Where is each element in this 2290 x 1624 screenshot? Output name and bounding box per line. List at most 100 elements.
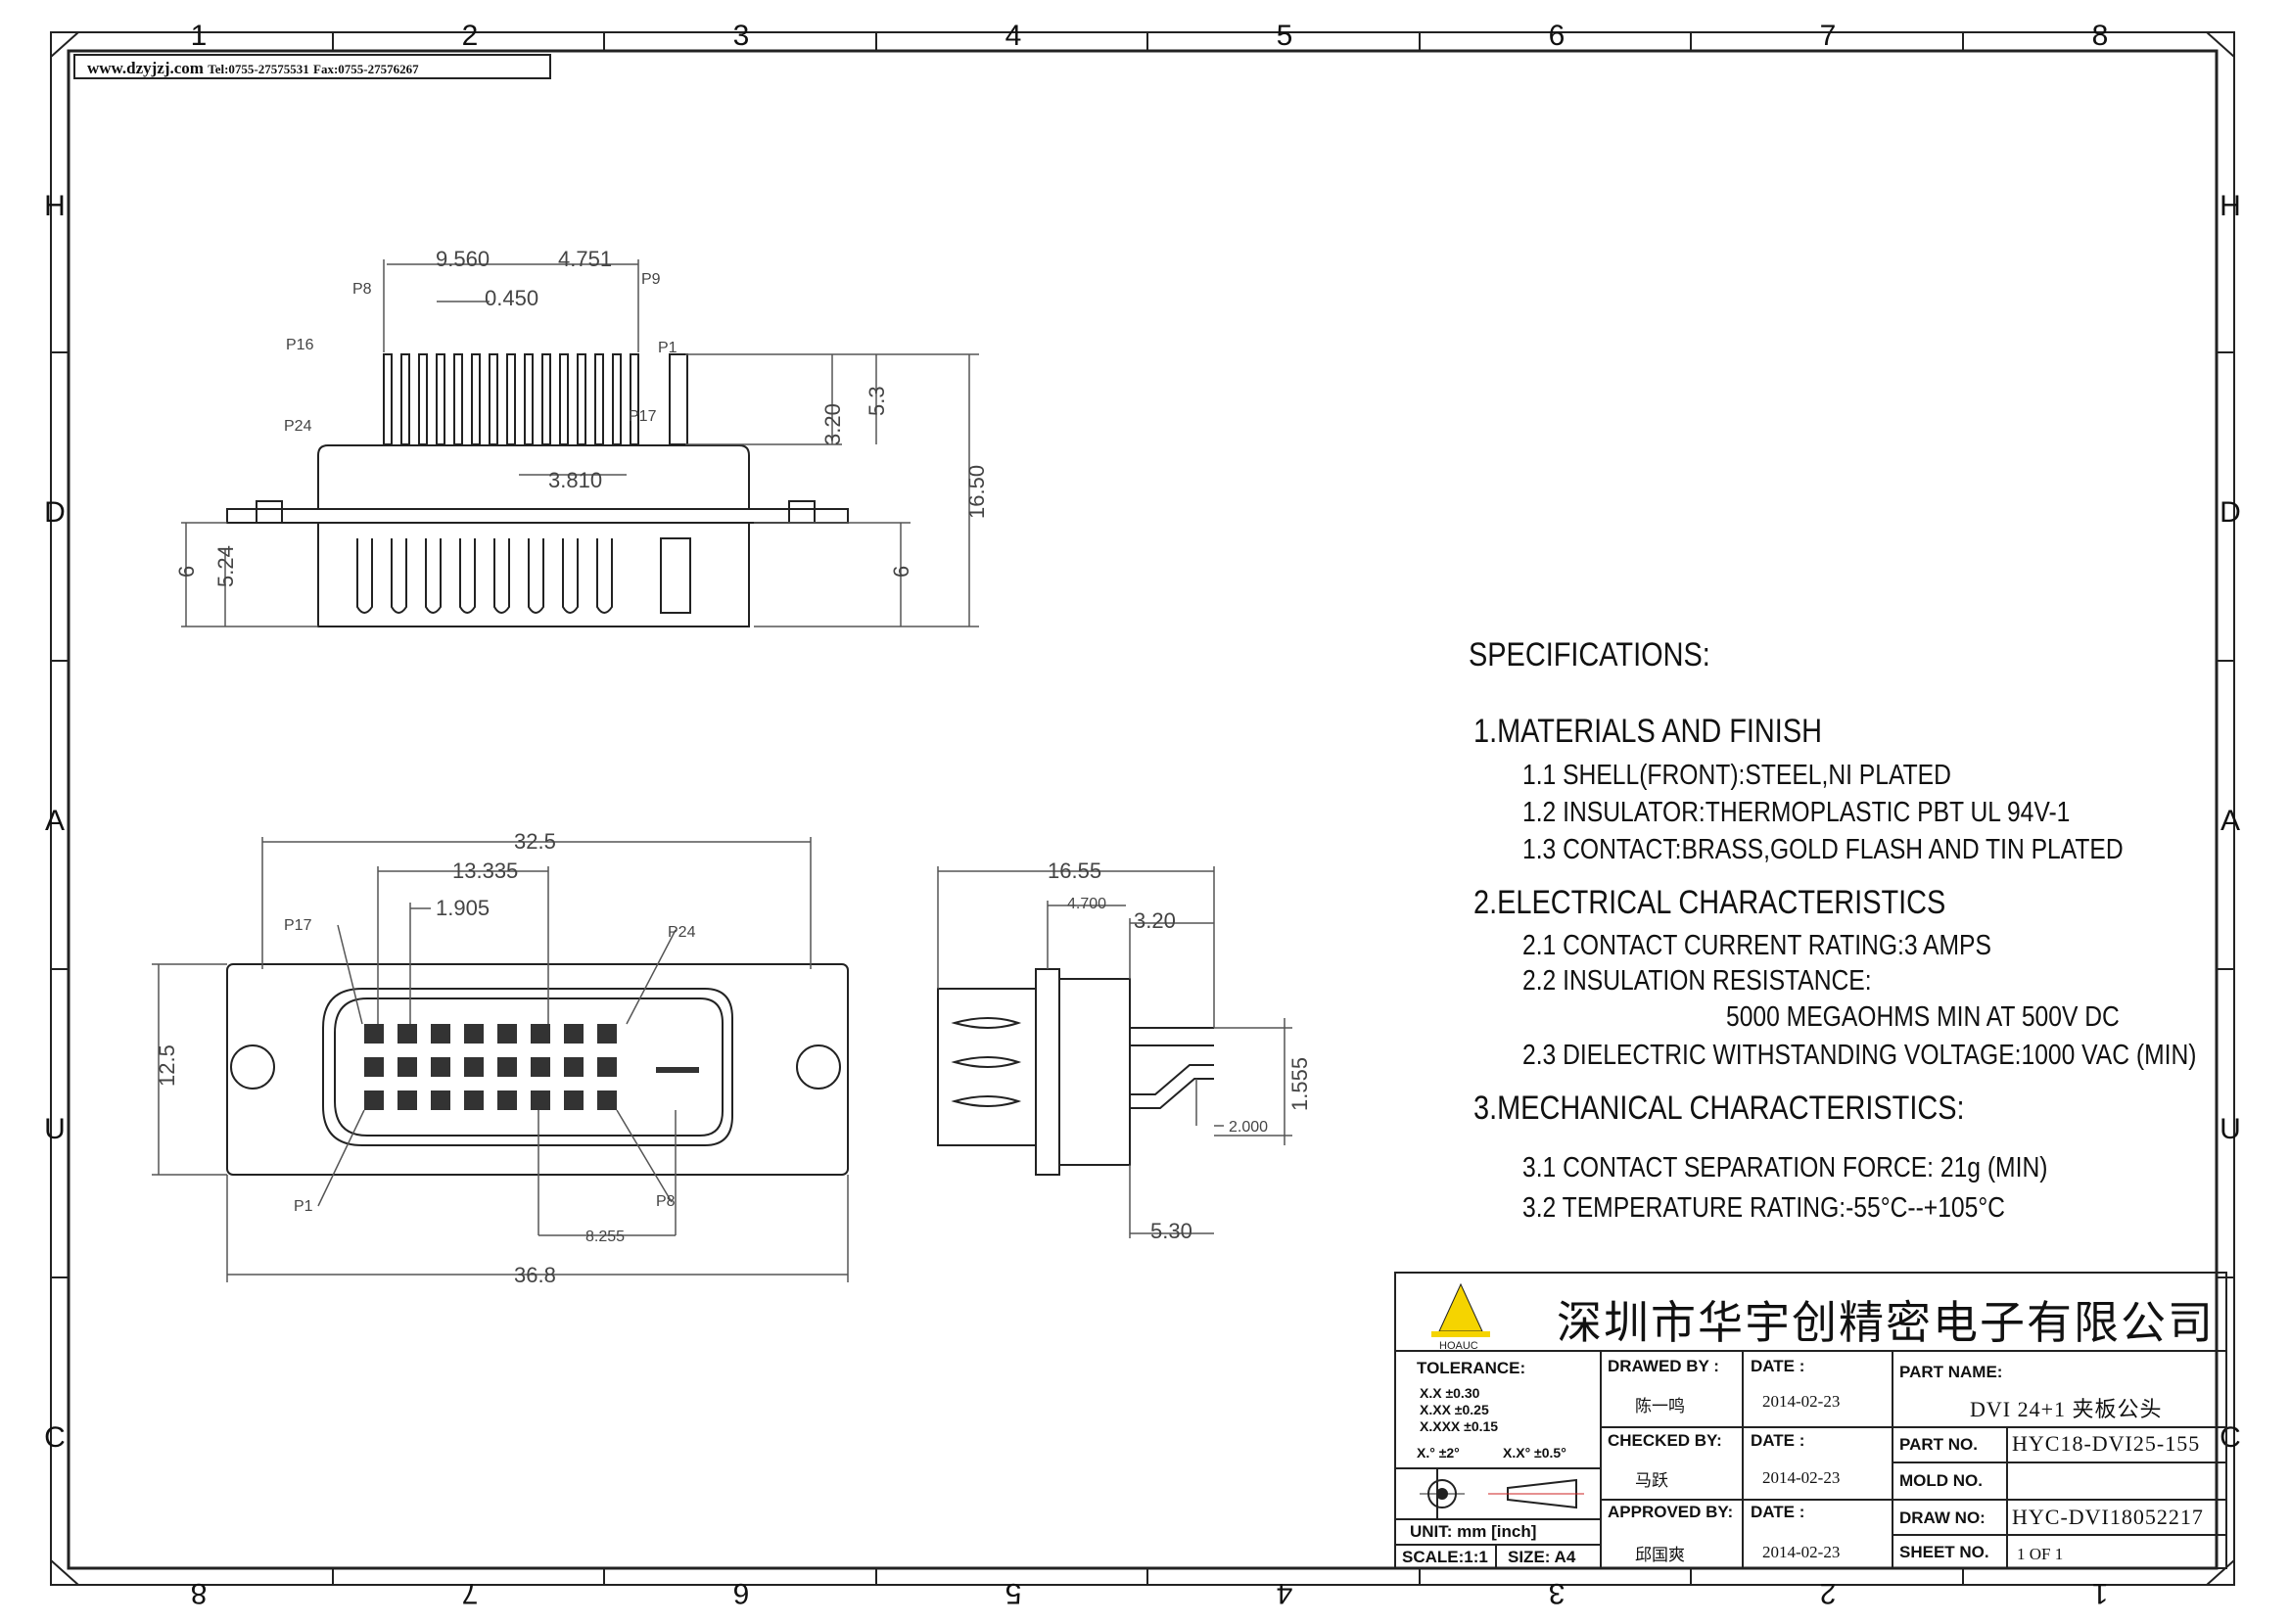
column-label: 7 <box>462 1577 479 1609</box>
column-label: 2 <box>462 20 479 52</box>
column-label: 3 <box>1549 1577 1566 1609</box>
dim-label: 0.450 <box>485 286 538 310</box>
part-no-value: HYC18-DVI25-155 <box>2012 1431 2201 1456</box>
corner-marker <box>50 1557 81 1586</box>
logo-text: HOAUC <box>1439 1340 1478 1352</box>
dim-label: 16.50 <box>964 465 989 519</box>
row-label: H <box>44 190 66 222</box>
column-label: 5 <box>1277 20 1293 52</box>
spec-item: 2.3 DIELECTRIC WITHSTANDING VOLTAGE:1000… <box>1522 1040 2197 1071</box>
pin-label: P1 <box>658 340 678 356</box>
column-label: 7 <box>1820 20 1837 52</box>
row-label: D <box>2220 496 2241 529</box>
spec-item: 2.2 INSULATION RESISTANCE: <box>1522 965 1872 997</box>
spec-item: 1.2 INSULATOR:THERMOPLASTIC PBT UL 94V-1 <box>1522 797 2071 828</box>
checked-by-label: CHECKED BY: <box>1608 1431 1722 1450</box>
unit-text: UNIT: mm [inch] <box>1410 1522 1537 1541</box>
spec-heading: 2.ELECTRICAL CHARACTERISTICS <box>1473 884 1946 921</box>
checked-by-value: 马跃 <box>1635 1471 1668 1490</box>
spec-item: 1.1 SHELL(FRONT):STEEL,NI PLATED <box>1522 760 1951 791</box>
dim-label: 3.20 <box>1134 908 1176 933</box>
tolerance-angle-2: X.X° ±0.5° <box>1503 1445 1566 1461</box>
company-logo: HOAUC <box>1431 1282 1490 1352</box>
column-label: 5 <box>1005 1577 1022 1609</box>
date-label: DATE : <box>1751 1357 1805 1375</box>
column-label: 6 <box>1549 20 1566 52</box>
side-view: 16.55 4.700 3.20 2.000 1.555 5.30 <box>937 858 1312 1243</box>
pin-row <box>383 353 688 445</box>
dim-label: 4.700 <box>1067 896 1106 912</box>
dim-label: 12.5 <box>155 1044 179 1087</box>
tolerance-label: TOLERANCE: <box>1417 1359 1526 1377</box>
date-value: 2014-02-23 <box>1762 1392 1841 1411</box>
spec-item: 5000 MEGAOHMS MIN AT 500V DC <box>1726 1001 2120 1033</box>
dim-label: 5.24 <box>213 545 238 587</box>
dim-label: 16.55 <box>1048 858 1101 883</box>
dim-label: 5.3 <box>865 386 889 416</box>
tolerance-xx: X.XX ±0.25 <box>1420 1402 1489 1417</box>
approved-by-label: APPROVED BY: <box>1608 1503 1734 1521</box>
row-label: C <box>44 1421 66 1454</box>
date-label: DATE : <box>1751 1503 1805 1521</box>
dim-label: 3.20 <box>820 403 845 445</box>
column-label: 4 <box>1277 1577 1293 1609</box>
column-label: 8 <box>2092 20 2109 52</box>
pin-label: P1 <box>294 1198 313 1215</box>
dim-label: 36.8 <box>514 1263 556 1287</box>
top-view: 9.560 4.751 0.450 3.20 5.3 3.810 16.50 6… <box>174 247 989 627</box>
row-label: H <box>2220 190 2241 222</box>
row-label: U <box>44 1113 66 1145</box>
fax-text: Fax:0755-27576267 <box>313 62 419 76</box>
column-label: 6 <box>733 1577 750 1609</box>
pin-label: P24 <box>284 418 312 435</box>
part-no-label: PART NO. <box>1899 1435 1978 1454</box>
outer-frame <box>50 31 2235 1586</box>
dim-label: 13.335 <box>452 858 518 883</box>
spec-item: 2.1 CONTACT CURRENT RATING:3 AMPS <box>1522 930 1991 961</box>
dim-label: 1.905 <box>436 896 490 920</box>
tolerance-xxx: X.XXX ±0.15 <box>1420 1418 1499 1434</box>
contact-grid <box>364 1024 699 1110</box>
dim-label: 9.560 <box>436 247 490 271</box>
pin-label: P8 <box>656 1193 676 1210</box>
dim-label: 1.555 <box>1287 1057 1312 1111</box>
tel-text: Tel:0755-27575531 <box>208 62 309 76</box>
header-strip: www.dzyjzj.com Tel:0755-27575531 Fax:075… <box>73 54 551 79</box>
column-label: 1 <box>191 20 208 52</box>
corner-marker <box>2204 31 2235 60</box>
column-label: 3 <box>733 20 750 52</box>
pin-label: P9 <box>641 271 661 288</box>
date-value: 2014-02-23 <box>1762 1468 1841 1487</box>
date-label: DATE : <box>1751 1431 1805 1450</box>
tolerance-x: X.X ±0.30 <box>1420 1385 1480 1401</box>
column-label: 1 <box>2092 1577 2109 1609</box>
website-text: www.dzyjzj.com <box>87 59 204 77</box>
corner-marker <box>50 31 81 60</box>
projection-symbol-icon <box>1420 1478 1584 1509</box>
pin-label: P17 <box>629 408 657 425</box>
column-label: 8 <box>191 1577 208 1609</box>
dim-label: 4.751 <box>558 247 612 271</box>
dim-label: 5.30 <box>1150 1219 1192 1243</box>
size-text: SIZE: A4 <box>1508 1548 1576 1566</box>
dim-label: 32.5 <box>514 829 556 854</box>
spec-item: 3.2 TEMPERATURE RATING:-55°C--+105°C <box>1522 1192 2005 1224</box>
column-ticks <box>51 32 2234 1585</box>
mold-no-label: MOLD NO. <box>1899 1471 1983 1490</box>
pin-label: P16 <box>286 337 314 353</box>
dim-label: 8.255 <box>585 1229 625 1245</box>
inner-frame <box>67 49 2219 1570</box>
spec-heading: 1.MATERIALS AND FINISH <box>1473 713 1822 750</box>
pin-label: P17 <box>284 917 312 934</box>
pin-label: P8 <box>352 281 372 298</box>
title-block-grid <box>1394 1272 2227 1569</box>
pin-label: P24 <box>668 924 696 941</box>
row-label: C <box>2220 1421 2241 1454</box>
drawed-by-value: 陈一鸣 <box>1635 1397 1685 1415</box>
dim-label: 6 <box>174 566 199 578</box>
date-value: 2014-02-23 <box>1762 1543 1841 1561</box>
row-label: A <box>2220 805 2240 837</box>
spec-item: 1.3 CONTACT:BRASS,GOLD FLASH AND TIN PLA… <box>1522 834 2124 865</box>
